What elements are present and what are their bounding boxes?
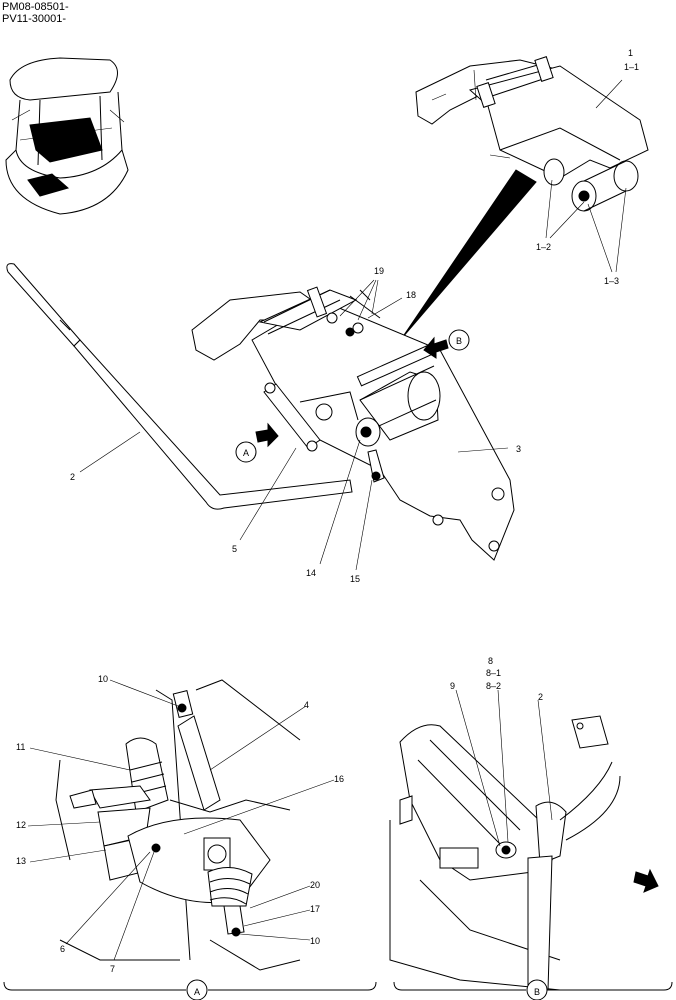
view-b-marker-label: B — [456, 336, 462, 346]
callout-3: 3 — [516, 444, 521, 454]
callout-a-4: 4 — [304, 700, 309, 710]
serial-range-2: PV11-30001- — [2, 13, 67, 25]
callout-a-20: 20 — [310, 880, 320, 890]
view-a-marker-label: A — [243, 448, 249, 458]
view-b-indicator: B — [423, 329, 470, 359]
detail-b-view — [389, 715, 659, 991]
machine-locator-thumbnail — [5, 57, 129, 215]
detail-a-callouts: 10 4 11 16 12 13 20 17 10 6 7 — [16, 674, 344, 974]
callout-b-9: 9 — [450, 681, 455, 691]
serial-range-1: PM08-08501- — [2, 1, 69, 13]
zoom-pointer-wedge — [401, 169, 537, 339]
callout-b-8-1: 8–1 — [486, 668, 501, 678]
detail-a-view — [55, 679, 301, 971]
callout-2: 2 — [70, 472, 75, 482]
callout-a-11: 11 — [16, 742, 25, 752]
callout-a-7: 7 — [110, 964, 115, 974]
detail-b-caption: B — [393, 979, 673, 1000]
callout-1: 1 — [628, 48, 633, 58]
main-callouts: 1 1–1 1–2 1–3 2 3 5 14 15 18 19 — [70, 48, 639, 584]
detail-a-label: A — [194, 987, 200, 997]
callout-15: 15 — [350, 574, 360, 584]
callout-19: 19 — [374, 266, 384, 276]
control-lever-assembly — [6, 263, 515, 561]
detail-b-label: B — [534, 987, 540, 997]
detail-a-leaders — [27, 679, 335, 961]
callout-a-10-bottom: 10 — [310, 936, 320, 946]
callout-1-1: 1–1 — [624, 62, 639, 72]
detail-a-caption: A — [3, 979, 377, 1000]
support-frame-detail — [415, 56, 649, 212]
callout-1-2: 1–2 — [536, 242, 551, 252]
callout-5: 5 — [232, 544, 237, 554]
callout-b-8: 8 — [488, 656, 493, 666]
callout-a-16: 16 — [334, 774, 344, 784]
callout-b-8-2: 8–2 — [486, 681, 501, 691]
callout-a-10-top: 10 — [98, 674, 108, 684]
callout-a-13: 13 — [16, 856, 26, 866]
detail-b-callouts: 8 8–1 8–2 9 2 — [450, 656, 543, 702]
callout-b-2: 2 — [538, 692, 543, 702]
callout-18: 18 — [406, 290, 416, 300]
callout-a-6: 6 — [60, 944, 65, 954]
main-leader-lines — [79, 79, 627, 571]
callout-14: 14 — [306, 568, 316, 578]
callout-a-17: 17 — [310, 904, 320, 914]
detail-b-leaders — [455, 689, 553, 847]
callout-a-12: 12 — [16, 820, 26, 830]
callout-1-3: 1–3 — [604, 276, 619, 286]
view-a-indicator: A — [235, 422, 279, 463]
